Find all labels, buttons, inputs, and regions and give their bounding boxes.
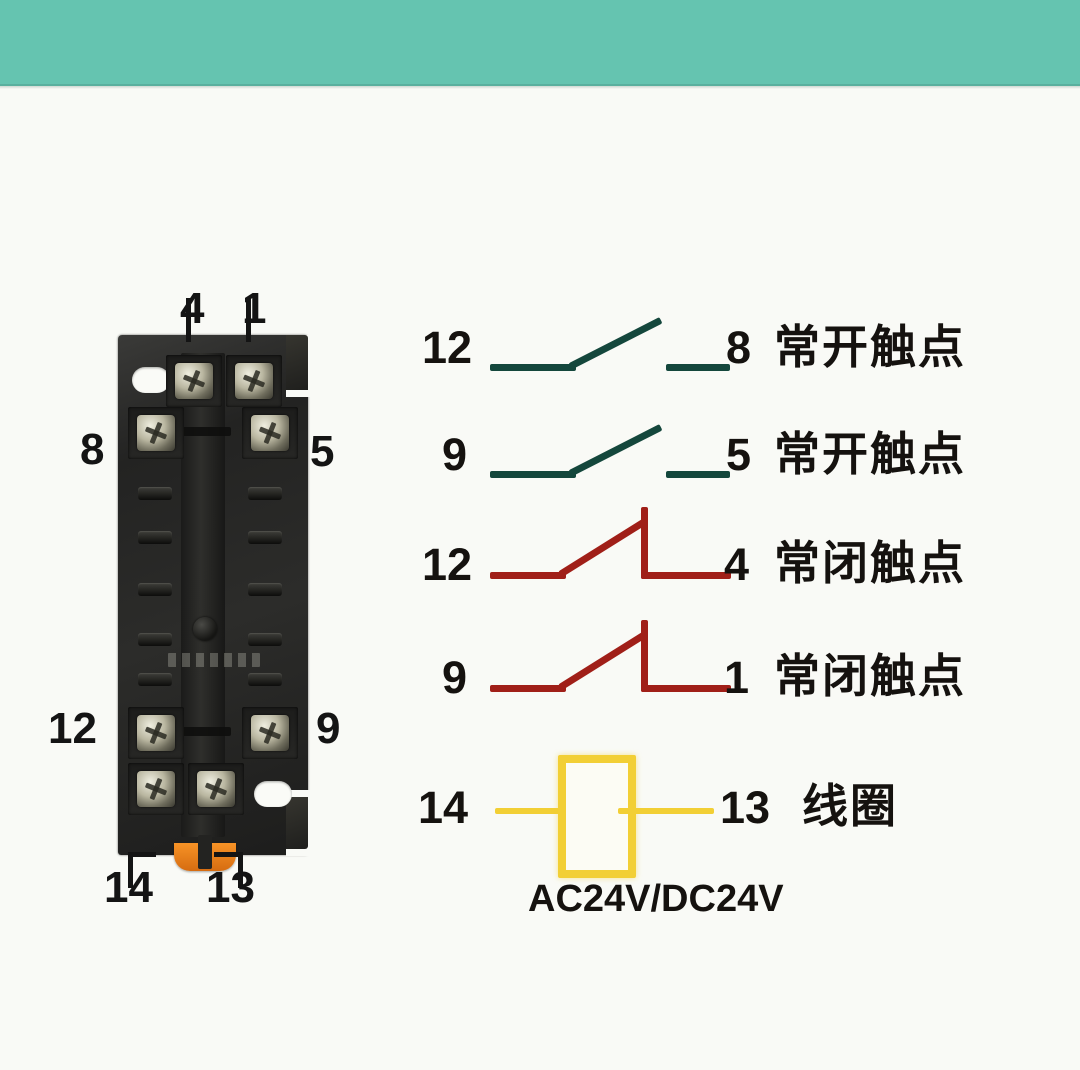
screw-icon — [137, 715, 175, 751]
contact-schematic: 12 8 常开触点 9 5 常开触点 12 4 常闭触点 — [410, 300, 1050, 940]
terminal-block-5 — [242, 407, 298, 459]
socket-rail-slot-lower — [175, 727, 231, 736]
socket-slot-left-1 — [138, 487, 172, 500]
coil-right-terminal: 13 — [720, 782, 771, 833]
photo-label-8: 8 — [80, 425, 105, 474]
socket-slot-right-3 — [248, 583, 282, 596]
relay-socket-photo — [118, 335, 312, 871]
socket-slot-right-4 — [248, 633, 282, 646]
mounting-hole-top-left — [132, 367, 170, 393]
terminal-block-1 — [226, 355, 282, 407]
coil-description: 线圈 — [802, 779, 898, 833]
row3-left-lead — [490, 572, 566, 579]
clip-tab — [198, 835, 212, 869]
socket-slot-left-2 — [138, 531, 172, 544]
coil-left-terminal: 14 — [418, 782, 469, 833]
socket-slot-right-1 — [248, 487, 282, 500]
row3-left-terminal: 12 — [422, 539, 473, 590]
socket-center-screw — [193, 617, 217, 641]
row3-right-lead — [641, 572, 731, 579]
terminal-block-13 — [188, 763, 244, 815]
socket-slot-right-5 — [248, 673, 282, 686]
row1-left-terminal: 12 — [422, 322, 473, 373]
coil-left-lead — [495, 808, 560, 814]
leader-line-14 — [128, 852, 133, 888]
leader-line-1 — [246, 298, 251, 342]
row2-left-lead — [490, 471, 576, 478]
coil-box — [558, 755, 636, 878]
banner-edge-divider — [0, 86, 1080, 89]
leader-line-4 — [186, 298, 191, 342]
row1-right-lead — [666, 364, 730, 371]
row4-left-lead — [490, 685, 566, 692]
row1-open-blade — [568, 317, 663, 370]
terminal-block-8 — [128, 407, 184, 459]
coil-voltage-caption: AC24V/DC24V — [528, 878, 784, 920]
terminal-block-12 — [128, 707, 184, 759]
leader-line-14-foot — [128, 852, 156, 857]
row4-description: 常闭触点 — [774, 649, 966, 703]
row4-vertical-contact — [641, 620, 648, 692]
row3-right-terminal: 4 — [724, 539, 750, 590]
row2-left-terminal: 9 — [442, 429, 468, 480]
row2-right-terminal: 5 — [726, 429, 752, 480]
row2-description: 常开触点 — [774, 427, 966, 481]
row4-closed-blade — [558, 630, 649, 691]
row4-right-lead — [641, 685, 731, 692]
terminal-block-14 — [128, 763, 184, 815]
photo-label-13: 13 — [206, 863, 255, 912]
socket-brand-marking — [168, 653, 260, 667]
screw-icon — [251, 715, 289, 751]
row1-left-lead — [490, 364, 576, 371]
photo-label-1: 1 — [242, 284, 267, 333]
screw-icon — [137, 771, 175, 807]
screw-icon — [175, 363, 213, 399]
row3-description: 常闭触点 — [774, 536, 966, 590]
terminal-block-9 — [242, 707, 298, 759]
photo-label-14: 14 — [104, 863, 153, 912]
socket-slot-left-3 — [138, 583, 172, 596]
screw-icon — [197, 771, 235, 807]
socket-slot-right-2 — [248, 531, 282, 544]
screw-icon — [251, 415, 289, 451]
row3-vertical-contact — [641, 507, 648, 579]
row1-description: 常开触点 — [774, 320, 966, 374]
leader-line-13 — [238, 852, 243, 888]
socket-slot-left-4 — [138, 633, 172, 646]
top-banner — [0, 0, 1080, 86]
photo-label-4: 4 — [180, 284, 205, 333]
photo-label-12: 12 — [48, 704, 97, 753]
socket-rail-slot-upper — [175, 427, 231, 436]
row2-open-blade — [568, 424, 663, 477]
socket-shoulder-top-right — [286, 335, 308, 390]
row1-right-terminal: 8 — [726, 322, 752, 373]
screw-icon — [137, 415, 175, 451]
socket-slot-left-5 — [138, 673, 172, 686]
row3-closed-blade — [558, 517, 649, 578]
photo-label-9: 9 — [316, 704, 341, 753]
coil-right-lead — [618, 808, 714, 814]
leader-line-13-foot — [214, 852, 243, 857]
socket-shoulder-bottom-right — [286, 797, 308, 849]
row4-right-terminal: 1 — [724, 652, 750, 703]
screw-icon — [235, 363, 273, 399]
photo-label-5: 5 — [310, 427, 335, 476]
mounting-hole-bottom-right — [254, 781, 292, 807]
row4-left-terminal: 9 — [442, 652, 468, 703]
row2-right-lead — [666, 471, 730, 478]
terminal-block-4 — [166, 355, 222, 407]
